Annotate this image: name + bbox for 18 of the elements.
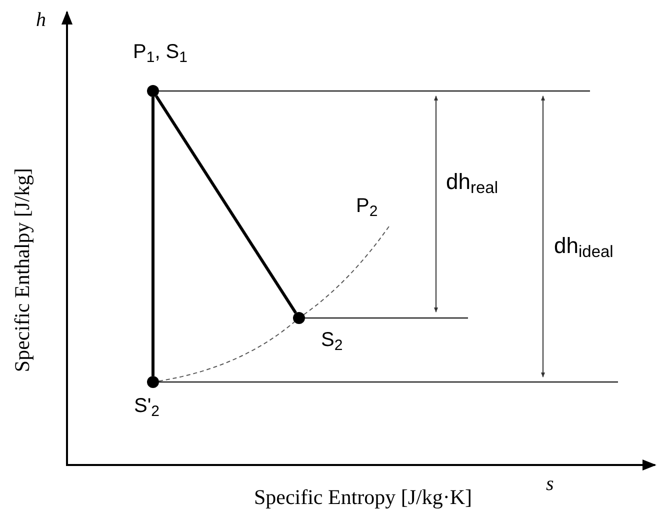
state-point: [147, 85, 159, 97]
axis-title: Specific Enthalpy [J/kg]: [8, 168, 35, 372]
axis-symbol: s: [546, 472, 554, 497]
process-line: [152, 97, 154, 376]
dimension-label: dh$_{real}$: [446, 168, 498, 196]
point-label: S'$_{2}$: [134, 394, 160, 419]
point-label: P$_{1}$, S$_{1}$: [133, 40, 188, 65]
dimension-label: dh$_{ideal}$: [554, 232, 614, 260]
axis-symbol: h: [36, 8, 46, 33]
curve-label: P$_{2}$: [356, 194, 378, 219]
process-line: [154, 95, 298, 314]
isobar-curve: [158, 321, 295, 382]
point-label: S$_{2}$: [321, 328, 343, 353]
axis-title: Specific Entropy [J/kg·K]: [254, 484, 472, 510]
state-point: [293, 312, 305, 324]
reference-line: [158, 90, 590, 92]
state-point: [147, 376, 159, 388]
isobar-curve: [303, 224, 390, 316]
